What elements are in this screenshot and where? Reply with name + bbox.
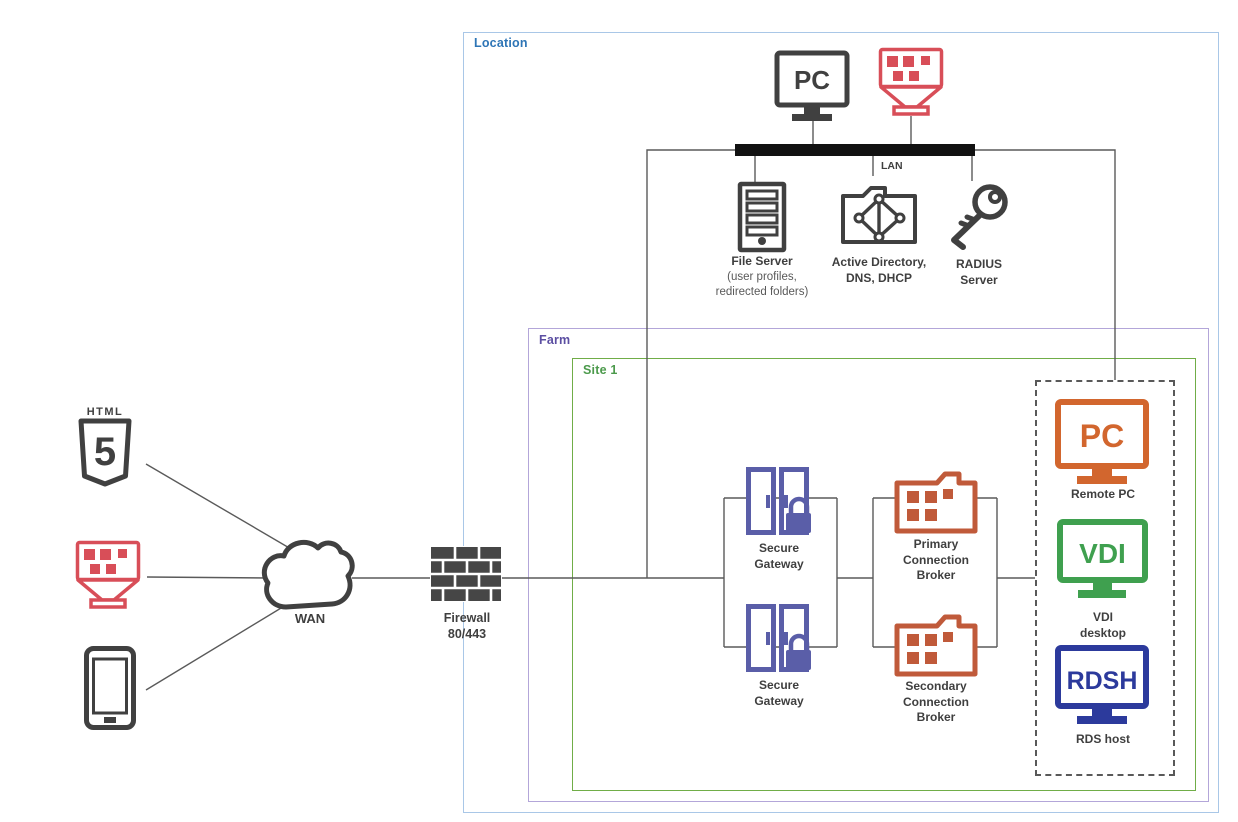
line-html5-to-wan: [145, 463, 304, 557]
pc-monitor-icon: PC: [774, 50, 850, 121]
funnel-bowl: [76, 578, 140, 602]
line-lan-to-main: [646, 149, 735, 578]
rd-client-funnel-icon: [75, 540, 141, 609]
rdsh-screen-text: RDSH: [1067, 667, 1138, 695]
file-server-icon: [737, 181, 787, 253]
remote-pc-monitor-icon: PC: [1055, 399, 1149, 484]
secure-gateway-2-label: Secure Gateway: [754, 678, 804, 708]
brick-wall-icon: [430, 546, 502, 602]
secure-gateway-doors-icon: [746, 604, 811, 672]
connection-broker-folder-icon: [894, 614, 978, 677]
mobile-device-icon: [84, 646, 136, 730]
farm-zone-label: Farm: [539, 333, 571, 347]
html5-logo-icon: HTML 5: [78, 406, 132, 487]
radius-server-label: RADIUS Server: [955, 257, 1003, 287]
line-rdclient-to-wan: [146, 576, 271, 579]
key-icon: [951, 184, 1008, 250]
html5-shield-shape: [78, 418, 132, 487]
rdsh-monitor-icon: RDSH: [1055, 645, 1149, 724]
secure-gateway-doors-icon: [746, 467, 811, 535]
location-zone-label: Location: [474, 36, 528, 50]
connection-broker-folder-icon: [894, 471, 978, 534]
lan-label: LAN: [881, 160, 903, 172]
rd-client-funnel-icon: [878, 47, 944, 116]
firewall-label: Firewall 80/443: [443, 611, 491, 642]
lan-bar: [735, 144, 975, 156]
wan-label: WAN: [294, 611, 326, 626]
line-lan-to-hosts: [975, 149, 1116, 380]
html5-logo-top-text: HTML: [87, 406, 124, 418]
secure-gateway-1-label: Secure Gateway: [754, 541, 804, 571]
vdi-monitor-icon: VDI: [1057, 519, 1148, 598]
rds-host-label: RDS host: [1076, 732, 1130, 746]
html5-logo-number: 5: [94, 430, 116, 474]
remote-pc-screen-text: PC: [1080, 418, 1124, 454]
remote-pc-label: Remote PC: [1070, 487, 1136, 501]
site1-zone-box: [572, 358, 1196, 791]
site1-zone-label: Site 1: [583, 363, 618, 377]
cloud-icon: [261, 539, 355, 610]
primary-broker-label: Primary Connection Broker: [903, 537, 969, 583]
ad-folder-icon: [841, 186, 917, 244]
active-directory-label: Active Directory, DNS, DHCP: [831, 255, 927, 285]
session-hosts-dashed-box: [1035, 380, 1175, 776]
vdi-desktop-label: VDI desktop: [1079, 610, 1127, 640]
file-server-label: File Server (user profiles, redirected f…: [715, 254, 809, 298]
farm-zone-box: [528, 328, 1209, 802]
pc-monitor-screen-text: PC: [794, 65, 830, 95]
location-zone-box: [463, 32, 1219, 813]
line-mobile-to-wan: [145, 601, 292, 691]
vdi-screen-text: VDI: [1079, 538, 1126, 569]
connector-lines: [145, 116, 1116, 691]
secondary-broker-label: Secondary Connection Broker: [903, 679, 969, 725]
funnel-base: [89, 598, 127, 609]
